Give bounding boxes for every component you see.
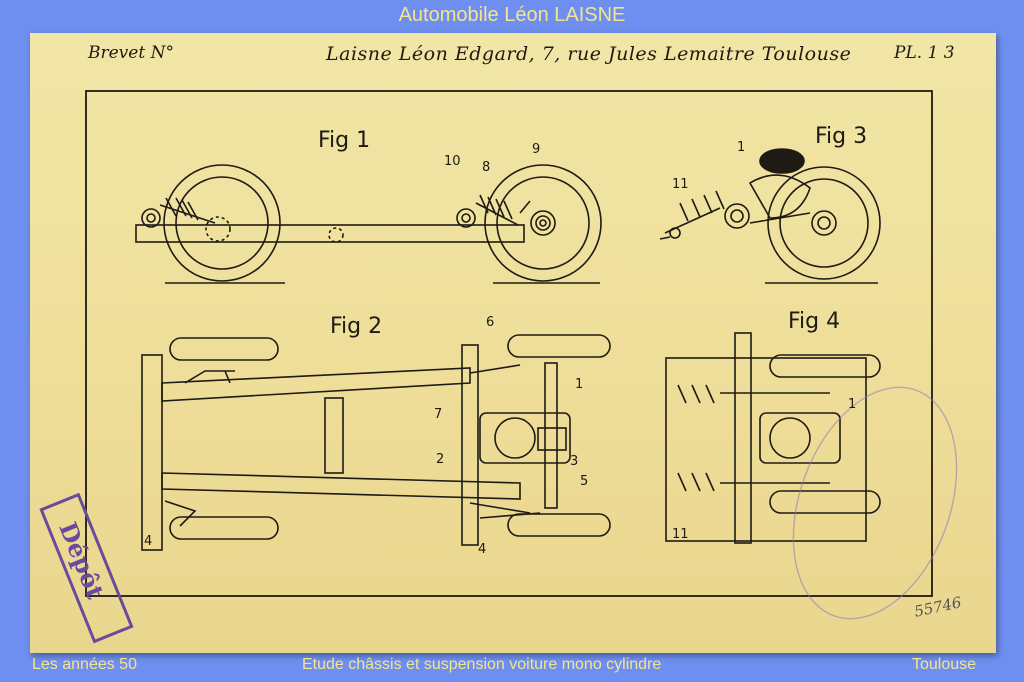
fig3-wheel: [767, 166, 881, 280]
callout-9: 9: [532, 142, 540, 157]
callout-11-fig4: 11: [672, 527, 689, 542]
fig4-plan-view: [665, 332, 958, 620]
footer-left: Les années 50: [32, 656, 137, 673]
callout-8: 8: [482, 160, 490, 175]
callout-4-left: 4: [144, 534, 152, 549]
fig1-chassis-beam: [135, 224, 525, 243]
fig1-side-view: [135, 164, 602, 284]
callout-7: 7: [434, 407, 442, 422]
brevet-label: Brevet N°: [88, 43, 174, 63]
footer-right: Toulouse: [912, 656, 977, 673]
fig4-title: Fig 4: [788, 309, 840, 334]
callout-3: 3: [570, 454, 578, 469]
callout-1-fig3: 1: [737, 140, 745, 155]
callout-6: 6: [486, 315, 494, 330]
fig2-title: Fig 2: [330, 314, 382, 339]
callout-10: 10: [444, 154, 461, 169]
fig3-detail: [659, 148, 881, 284]
callout-1-fig2: 1: [575, 377, 583, 392]
fig3-title: Fig 3: [815, 124, 867, 149]
callout-1-fig4: 1: [848, 397, 856, 412]
fig2-plan-view: [141, 334, 611, 551]
depot-stamp: Dépôt: [39, 492, 134, 644]
fig1-front-wheel-outer: [484, 164, 602, 282]
callout-2: 2: [436, 452, 444, 467]
author-line: Laisne Léon Edgard, 7, rue Jules Lemaitr…: [326, 43, 852, 65]
callout-11-fig3: 11: [672, 177, 689, 192]
fig1-title: Fig 1: [318, 128, 370, 153]
patent-sheet: Brevet N° Laisne Léon Edgard, 7, rue Jul…: [30, 33, 996, 653]
patent-drawing: Fig 1 Fig 2 Fig 3 Fig 4 10 8 9 1 11 6 1 …: [39, 90, 958, 644]
fig3-cylinder-head: [759, 148, 805, 174]
callout-5: 5: [580, 474, 588, 489]
fig1-rear-wheel-outer: [163, 164, 281, 282]
footer-center: Etude châssis et suspension voiture mono…: [302, 656, 662, 673]
frame-title: Automobile Léon LAISNE: [398, 4, 626, 26]
callout-4-right: 4: [478, 542, 486, 557]
plate-number: PL. 1 3: [894, 43, 955, 63]
drawing-border: [85, 90, 933, 597]
